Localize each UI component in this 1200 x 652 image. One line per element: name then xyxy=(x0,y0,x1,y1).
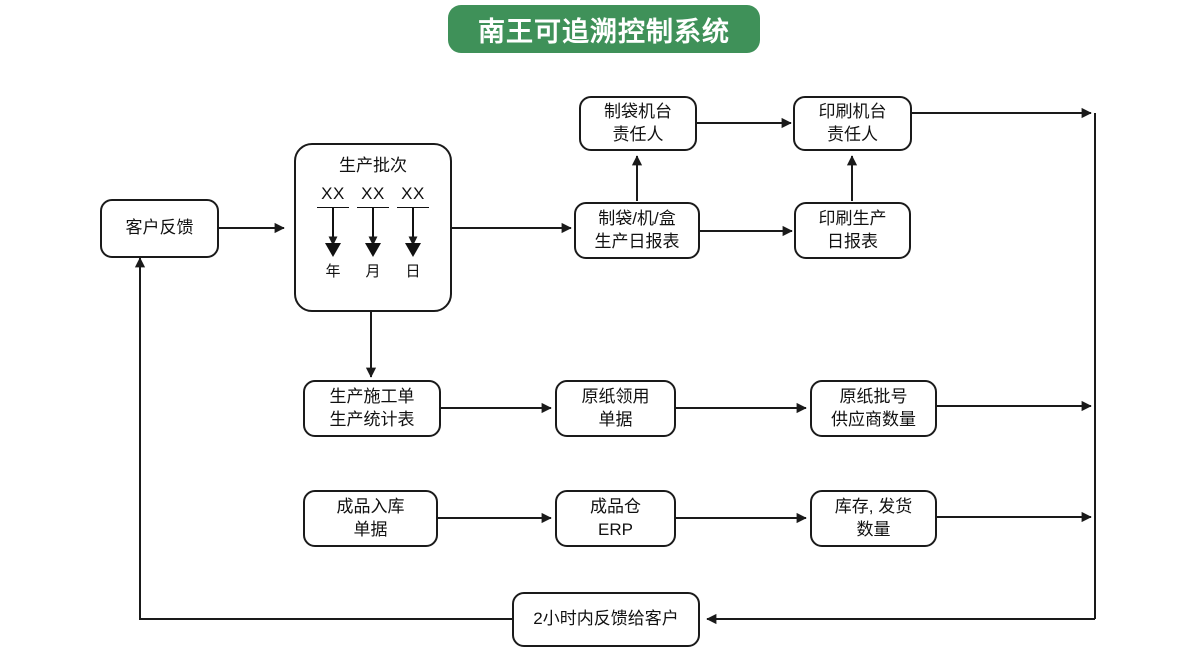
node-paper-requisition[interactable]: 原纸领用 单据 xyxy=(555,380,676,437)
batch-unit-year: 年 xyxy=(325,262,341,280)
node-finished-goods-in[interactable]: 成品入库 单据 xyxy=(303,490,438,547)
node-stock-shipment-line2: 数量 xyxy=(856,519,891,539)
node-finished-goods-erp[interactable]: 成品仓 ERP xyxy=(555,490,676,547)
batch-down-arrows xyxy=(325,207,421,258)
node-bag-daily-report-line2: 生产日报表 xyxy=(594,231,680,251)
node-production-worksheet-line2: 生产统计表 xyxy=(329,409,415,429)
node-production-worksheet-line1: 生产施工单 xyxy=(329,387,415,407)
node-finished-goods-in-line2: 单据 xyxy=(353,519,388,539)
batch-code-row: XX XX XX xyxy=(317,183,429,208)
batch-unit-month: 月 xyxy=(365,262,381,280)
node-production-worksheet[interactable]: 生产施工单 生产统计表 xyxy=(303,380,441,437)
node-paper-batch-supplier-line2: 供应商数量 xyxy=(831,409,916,429)
node-feedback-two-hours-label: 2小时内反馈给客户 xyxy=(533,609,679,629)
node-paper-batch-supplier-line1: 原纸批号 xyxy=(839,387,908,407)
batch-code-grid: XX XX XX 年 月 日 xyxy=(317,183,429,281)
node-paper-batch-supplier[interactable]: 原纸批号 供应商数量 xyxy=(810,380,937,437)
node-print-daily-report-line1: 印刷生产 xyxy=(818,209,887,229)
node-stock-shipment[interactable]: 库存, 发货 数量 xyxy=(810,490,937,547)
batch-code-cell-day: XX xyxy=(397,183,429,208)
node-bag-machine-owner-line2: 责任人 xyxy=(612,124,664,144)
node-bag-daily-report[interactable]: 制袋/机/盒 生产日报表 xyxy=(574,202,700,259)
node-print-daily-report-line2: 日报表 xyxy=(827,231,878,251)
node-print-machine-owner-line2: 责任人 xyxy=(827,124,878,144)
batch-unit-day: 日 xyxy=(405,262,421,280)
node-finished-goods-erp-line2: ERP xyxy=(598,519,633,539)
node-bag-daily-report-line1: 制袋/机/盒 xyxy=(598,209,676,229)
node-bag-machine-owner[interactable]: 制袋机台 责任人 xyxy=(579,96,697,151)
node-print-machine-owner-line1: 印刷机台 xyxy=(818,102,887,122)
node-customer-feedback-label: 客户反馈 xyxy=(125,218,194,238)
page-title: 南王可追溯控制系统 xyxy=(448,5,760,53)
node-production-batch[interactable]: 生产批次 XX XX XX 年 月 xyxy=(294,143,452,312)
node-production-batch-title: 生产批次 xyxy=(339,156,407,175)
node-paper-requisition-line2: 单据 xyxy=(598,409,633,429)
batch-code-cell-month: XX xyxy=(357,183,389,208)
batch-unit-row: 年 月 日 xyxy=(317,262,429,282)
node-feedback-two-hours[interactable]: 2小时内反馈给客户 xyxy=(512,592,700,647)
node-print-machine-owner[interactable]: 印刷机台 责任人 xyxy=(793,96,912,151)
node-customer-feedback[interactable]: 客户反馈 xyxy=(100,199,219,258)
node-finished-goods-erp-line1: 成品仓 xyxy=(590,497,641,517)
node-print-daily-report[interactable]: 印刷生产 日报表 xyxy=(794,202,911,259)
node-bag-machine-owner-line1: 制袋机台 xyxy=(604,102,672,122)
node-stock-shipment-line1: 库存, 发货 xyxy=(834,497,913,517)
batch-code-cell-year: XX xyxy=(317,183,349,208)
node-finished-goods-in-line1: 成品入库 xyxy=(336,497,405,517)
node-paper-requisition-line1: 原纸领用 xyxy=(581,387,650,407)
